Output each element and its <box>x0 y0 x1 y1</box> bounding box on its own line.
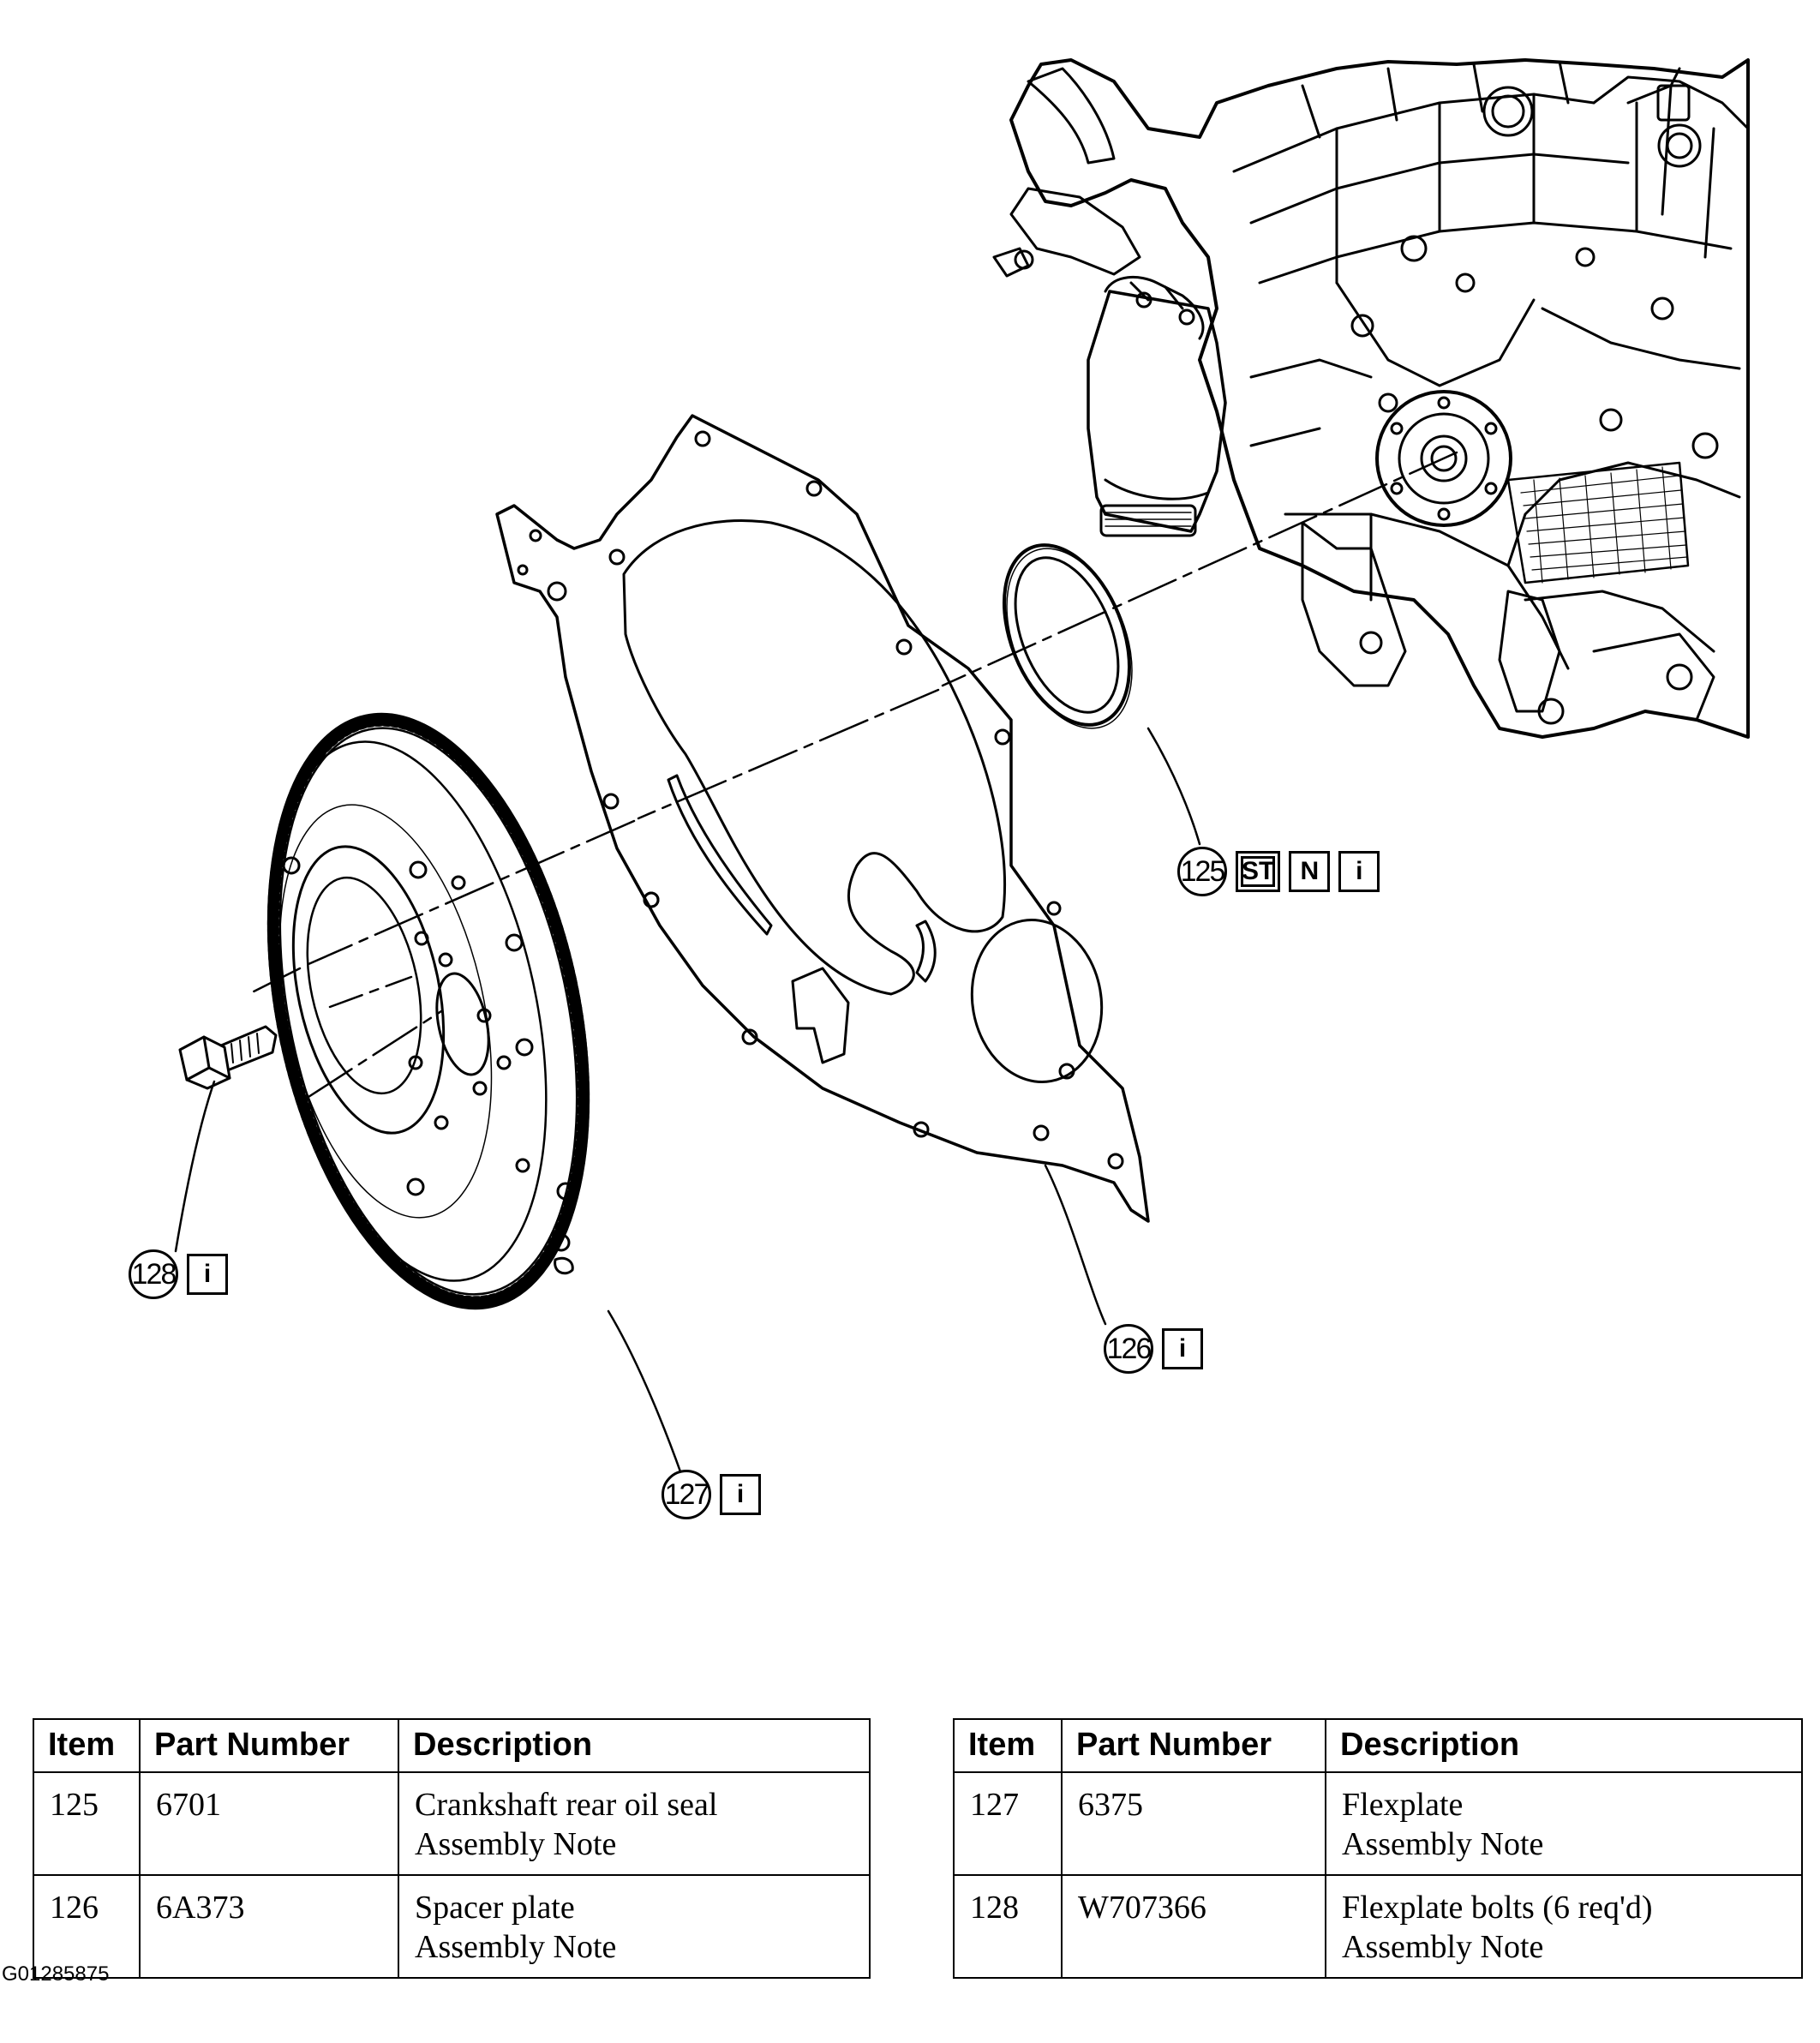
n-symbol-box: N <box>1289 851 1331 892</box>
assembly-note-text: Assembly Note <box>1342 1929 1544 1965</box>
info-symbol-box: i <box>187 1254 228 1295</box>
st-symbol-box: ST <box>1236 851 1281 892</box>
crankshaft-rear-oil-seal <box>1002 543 1133 729</box>
callout-128: 128 i <box>129 1249 228 1299</box>
callout-number: 125 <box>1177 847 1227 896</box>
description-cell: Flexplate Assembly Note <box>1325 1771 1803 1876</box>
leader-lines <box>174 727 1201 1476</box>
table-row: 128 W707366 Flexplate bolts (6 req'd) As… <box>953 1874 1803 1979</box>
item-cell: 127 <box>953 1771 1063 1876</box>
info-symbol-box: i <box>1338 851 1380 892</box>
column-header-part-number: Part Number <box>139 1718 399 1773</box>
parts-table-left: Item Part Number Description 125 6701 Cr… <box>33 1718 871 1979</box>
callout-number: 128 <box>129 1249 178 1299</box>
info-symbol-box: i <box>1162 1328 1203 1369</box>
description-text: Flexplate <box>1342 1787 1464 1823</box>
assembly-note-text: Assembly Note <box>415 1929 617 1965</box>
column-header-description: Description <box>398 1718 871 1773</box>
table-header-row: Item Part Number Description <box>953 1718 1803 1773</box>
item-cell: 126 <box>33 1874 141 1979</box>
callout-number: 126 <box>1104 1324 1153 1374</box>
part-number-cell: 6A373 <box>139 1874 399 1979</box>
column-header-item: Item <box>33 1718 141 1773</box>
description-cell: Flexplate bolts (6 req'd) Assembly Note <box>1325 1874 1803 1979</box>
callout-126: 126 i <box>1104 1324 1203 1374</box>
item-cell: 128 <box>953 1874 1063 1979</box>
column-header-part-number: Part Number <box>1061 1718 1326 1773</box>
callout-number: 127 <box>662 1470 711 1519</box>
table-row: 126 6A373 Spacer plate Assembly Note <box>33 1874 871 1979</box>
description-text: Spacer plate <box>415 1890 575 1926</box>
description-cell: Crankshaft rear oil seal Assembly Note <box>398 1771 871 1876</box>
callout-125: 125 ST N i <box>1177 847 1380 896</box>
flexplate-bolt <box>178 1025 278 1090</box>
part-number-cell: 6375 <box>1061 1771 1326 1876</box>
centerline <box>247 451 1458 996</box>
item-cell: 125 <box>33 1771 141 1876</box>
flexplate <box>266 712 590 1310</box>
column-header-item: Item <box>953 1718 1063 1773</box>
description-text: Crankshaft rear oil seal <box>415 1787 718 1823</box>
table-row: 127 6375 Flexplate Assembly Note <box>953 1771 1803 1876</box>
table-row: 125 6701 Crankshaft rear oil seal Assemb… <box>33 1771 871 1876</box>
part-number-cell: W707366 <box>1061 1874 1326 1979</box>
callout-127: 127 i <box>662 1470 761 1519</box>
assembly-note-text: Assembly Note <box>415 1826 617 1862</box>
info-symbol-box: i <box>720 1474 761 1515</box>
description-cell: Spacer plate Assembly Note <box>398 1874 871 1979</box>
column-header-description: Description <box>1325 1718 1803 1773</box>
part-number-cell: 6701 <box>139 1771 399 1876</box>
engine-block <box>992 58 1750 739</box>
table-header-row: Item Part Number Description <box>33 1718 871 1773</box>
spacer-plate <box>495 414 1150 1223</box>
description-text: Flexplate bolts (6 req'd) <box>1342 1890 1653 1926</box>
assembly-note-text: Assembly Note <box>1342 1826 1544 1862</box>
figure-id: G01285875 <box>2 1962 110 1986</box>
parts-table-right: Item Part Number Description 127 6375 Fl… <box>953 1718 1803 1979</box>
